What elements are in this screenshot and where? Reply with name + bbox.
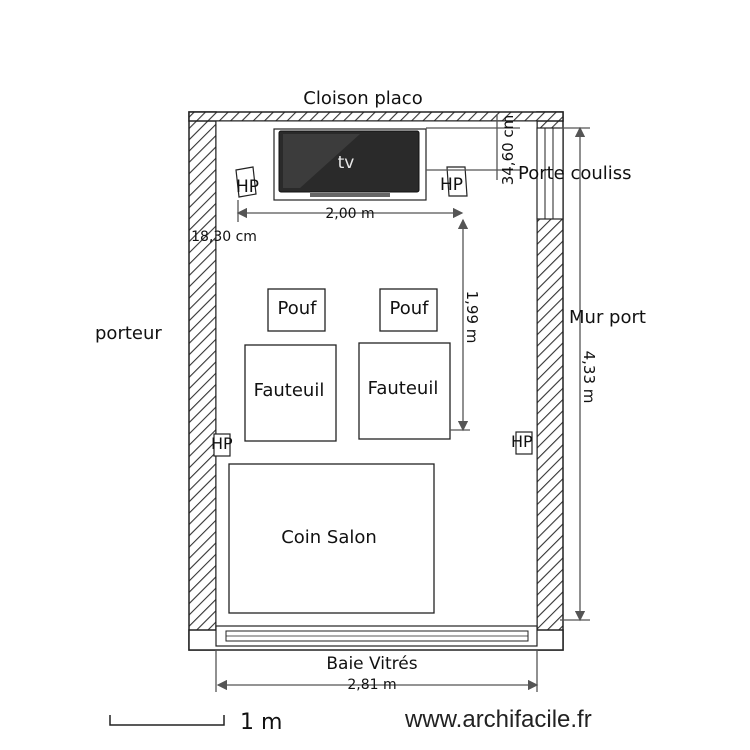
speaker-label: HP — [440, 175, 463, 195]
speaker-offset-dimension: 18,30 cm — [191, 229, 257, 245]
pouf-label: Pouf — [390, 298, 430, 319]
tv-distance-dimension: 34,60 cm — [499, 115, 517, 186]
dimension-lines — [215, 114, 590, 692]
speaker-top-left: HP — [235, 166, 259, 198]
speaker-label: HP — [211, 434, 233, 453]
bay-window-label: Baie Vitrés — [326, 654, 417, 674]
pouf-right: Pouf — [379, 288, 438, 332]
room-length-dimension: 4,33 m — [580, 351, 598, 404]
tv-unit: tv — [273, 128, 427, 201]
lounge-label: Coin Salon — [281, 527, 377, 548]
pouf-left: Pouf — [267, 288, 326, 332]
speaker-right: HP — [511, 431, 533, 455]
armchair-label: Fauteuil — [368, 378, 439, 399]
armchair-left: Fauteuil — [244, 344, 337, 442]
screen-to-seat-dimension: 1,99 m — [463, 291, 481, 344]
tv-width-dimension: 2,00 m — [325, 206, 374, 222]
scale-bar: 1 m — [109, 710, 282, 735]
armchair-label: Fauteuil — [254, 380, 325, 401]
speaker-label: HP — [236, 177, 259, 197]
speaker-label: HP — [511, 432, 533, 451]
tv-label: tv — [338, 153, 355, 173]
wall-left — [188, 111, 217, 651]
right-wall-label: Mur port — [569, 307, 646, 328]
speaker-top-right: HP — [440, 166, 468, 197]
sliding-door-label: Porte couliss — [518, 163, 632, 184]
sliding-door — [536, 127, 564, 220]
top-wall-label: Cloison placo — [303, 88, 422, 109]
left-wall-label: porteur — [95, 323, 162, 344]
pouf-label: Pouf — [278, 298, 318, 319]
lounge-area: Coin Salon — [228, 463, 435, 614]
watermark: www.archifacile.fr — [404, 706, 592, 733]
armchair-right: Fauteuil — [358, 342, 451, 440]
speaker-left: HP — [211, 433, 233, 457]
scale-label: 1 m — [240, 710, 282, 735]
bay-window — [215, 625, 538, 647]
room-width-dimension: 2,81 m — [347, 677, 396, 693]
